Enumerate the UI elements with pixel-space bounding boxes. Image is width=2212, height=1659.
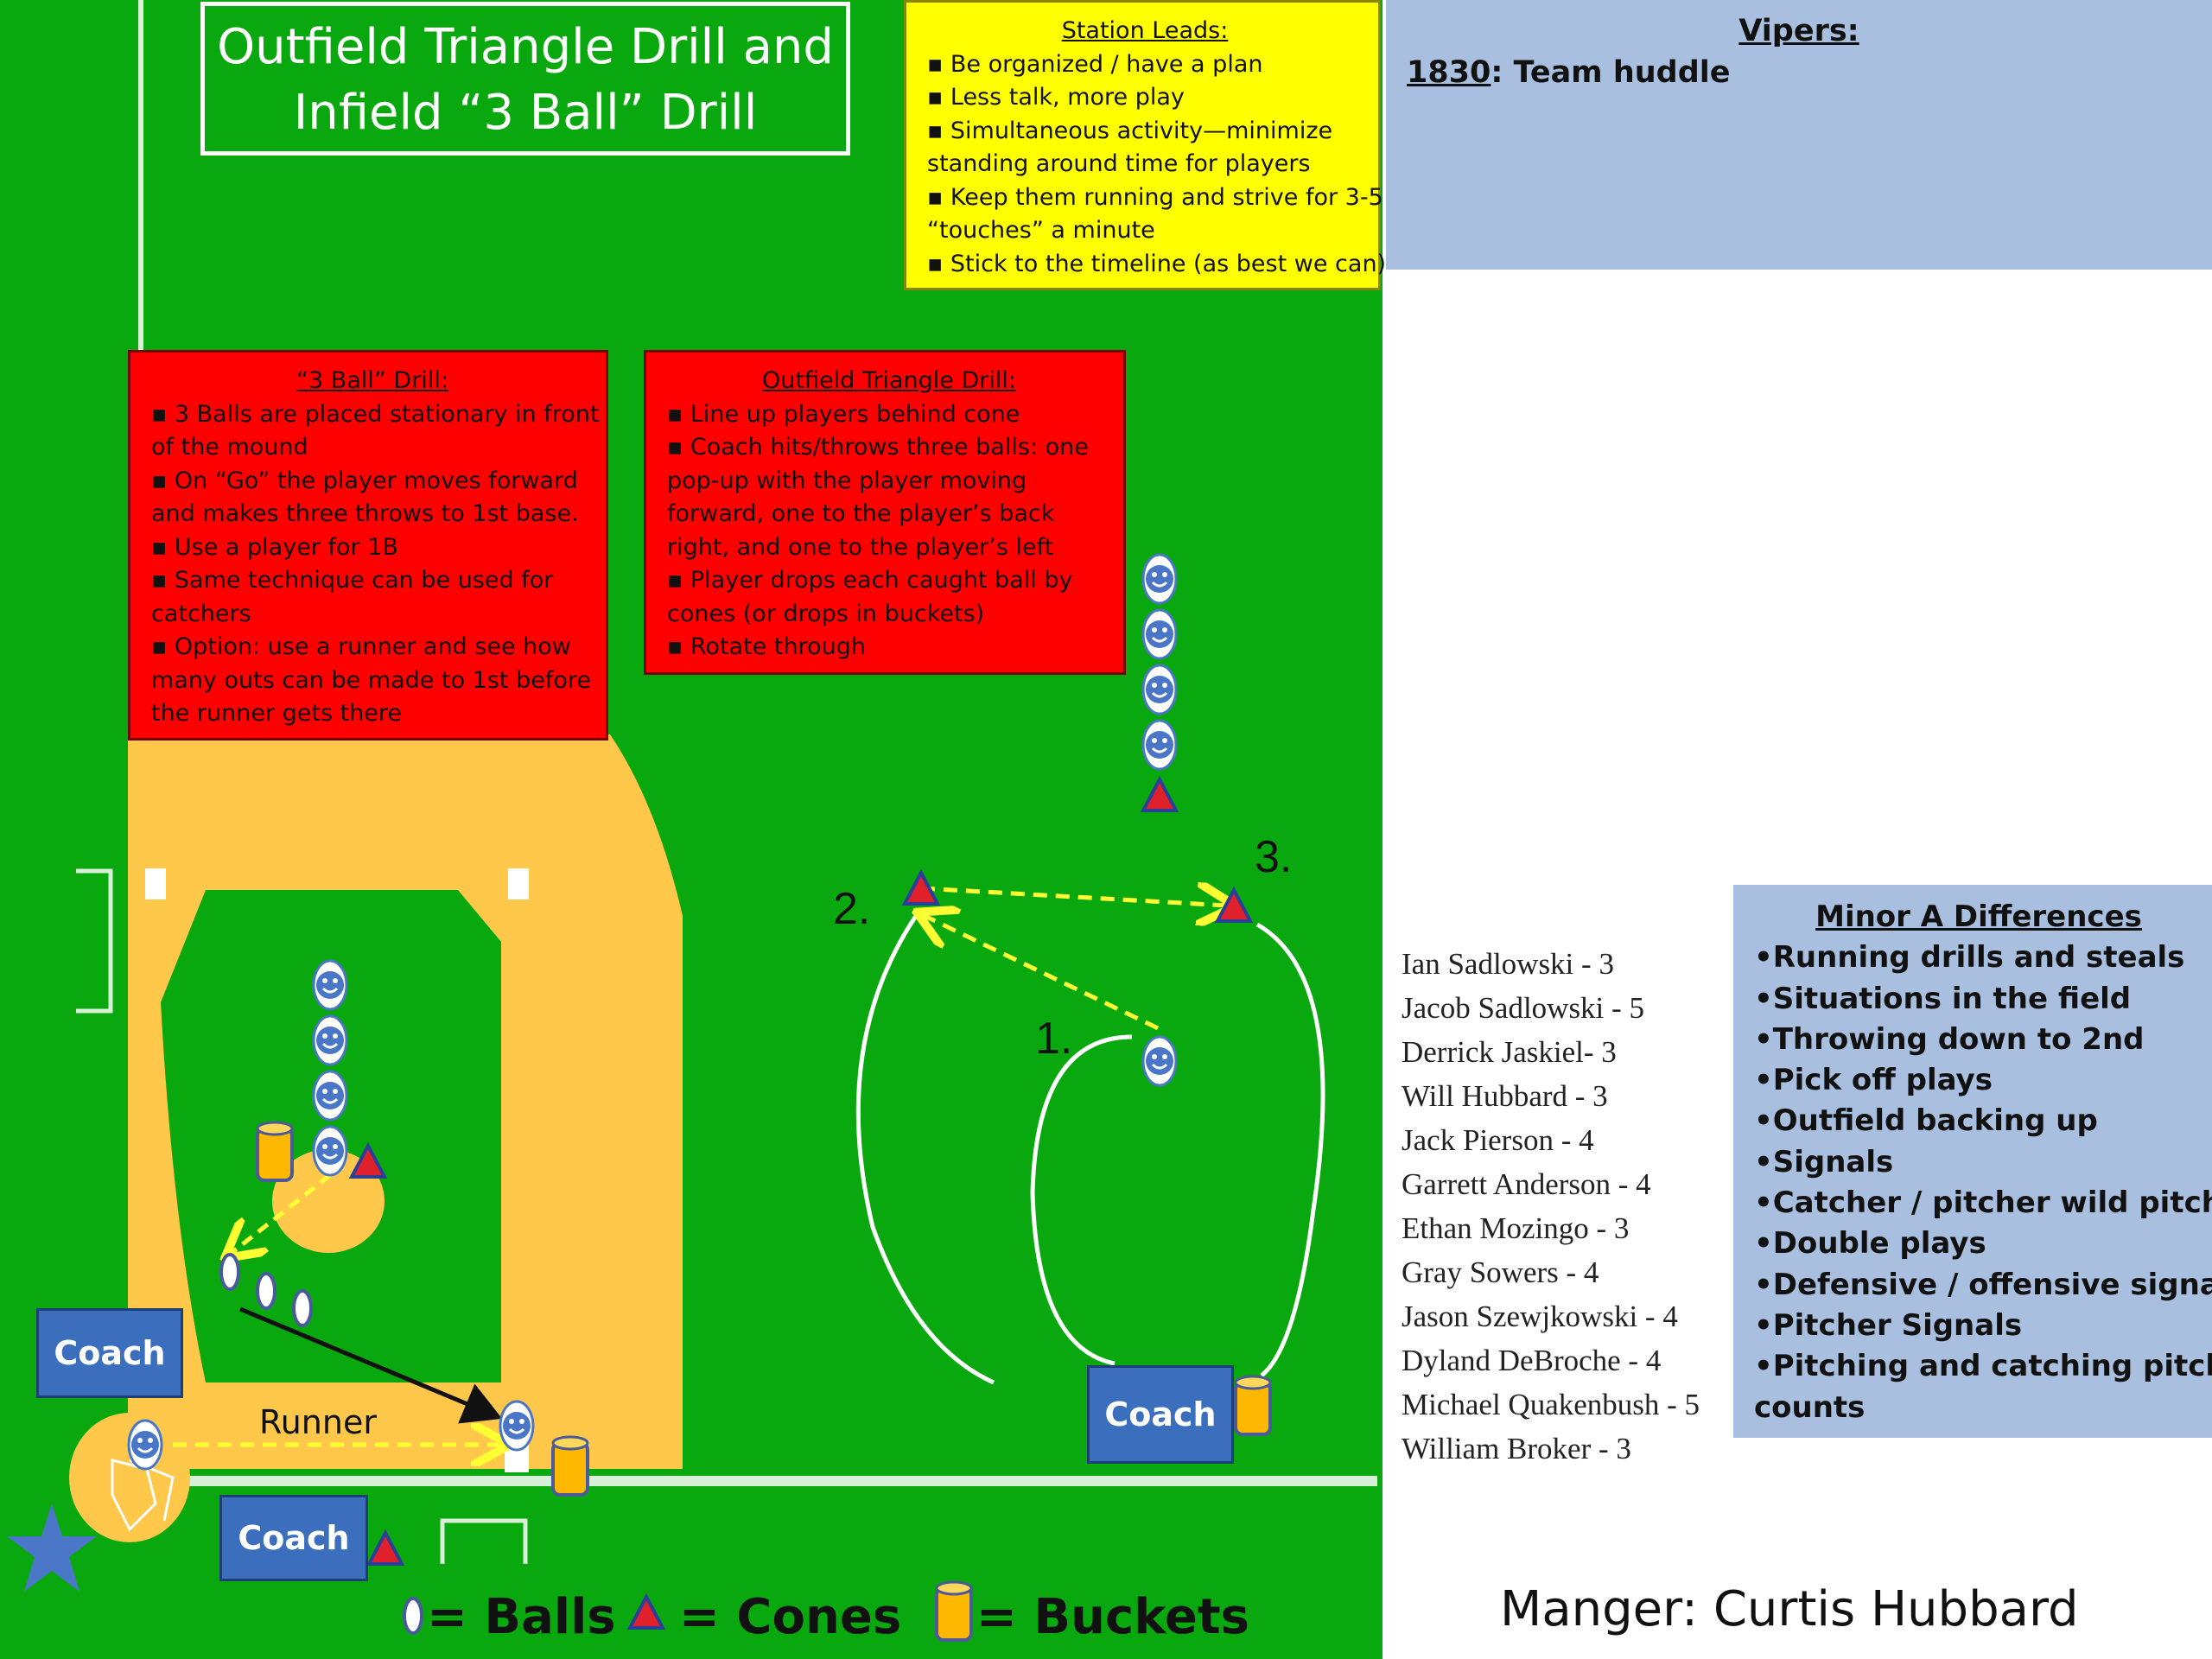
station-leads-box: Station Leads: ▪ Be organized / have a p… xyxy=(904,0,1387,290)
runner-label: Runner xyxy=(259,1403,377,1441)
station-leads-line: ▪ Simultaneous activity—minimize xyxy=(927,117,1333,144)
outfield-triangle-line: right, and one to the player’s left xyxy=(667,533,1054,561)
three-ball-line: and makes three throws to 1st base. xyxy=(151,500,579,527)
roster-item: Ian Sadlowski - 3 xyxy=(1402,947,1614,981)
minor-a-panel: Minor A Differences •Running drills and … xyxy=(1733,885,2212,1438)
three-ball-line: catchers xyxy=(151,600,251,627)
coach-bottom: Coach xyxy=(219,1495,368,1581)
legend-buckets: = Buckets xyxy=(976,1588,1249,1645)
three-ball-line: of the mound xyxy=(151,434,308,461)
minor-a-item: •Defensive / offensive signals xyxy=(1754,1267,2212,1302)
roster-item: William Broker - 3 xyxy=(1402,1432,1631,1465)
station-leads-heading: Station Leads: xyxy=(1061,17,1229,44)
roster-item: Jason Szewjkowski - 4 xyxy=(1402,1300,1678,1333)
station-leads-line: ▪ Be organized / have a plan xyxy=(927,50,1263,78)
coach-right: Coach xyxy=(1087,1365,1234,1464)
title-line-1: Outfield Triangle Drill and xyxy=(217,19,834,75)
triangle-label-3: 3. xyxy=(1255,832,1293,882)
title-line-2: Infield “3 Ball” Drill xyxy=(293,85,758,141)
minor-a-item: •Double plays xyxy=(1754,1226,1986,1262)
roster-item: Jacob Sadlowski - 5 xyxy=(1402,991,1644,1025)
station-leads-line: ▪ Keep them running and strive for 3-5 xyxy=(927,183,1383,211)
outfield-triangle-line: cones (or drops in buckets) xyxy=(667,600,985,627)
outfield-triangle-line: ▪ Coach hits/throws three balls: one xyxy=(667,434,1089,461)
triangle-label-1: 1. xyxy=(1035,1014,1073,1064)
minor-a-item: •Pitcher Signals xyxy=(1754,1307,2023,1343)
roster-list: Ian Sadlowski - 3 Jacob Sadlowski - 5 De… xyxy=(1402,942,1700,1471)
station-leads-line: ▪ Stick to the timeline (as best we can) xyxy=(927,250,1387,277)
three-ball-line: ▪ On “Go” the player moves forward xyxy=(151,467,578,494)
minor-a-item: •Signals xyxy=(1754,1144,1894,1179)
station-leads-line: “touches” a minute xyxy=(927,217,1155,244)
minor-a-title: Minor A Differences xyxy=(1815,899,2142,934)
outfield-triangle-heading: Outfield Triangle Drill: xyxy=(762,367,1016,394)
three-ball-heading: “3 Ball” Drill: xyxy=(296,367,448,394)
three-ball-line: many outs can be made to 1st before xyxy=(151,666,591,694)
minor-a-item: •Situations in the field xyxy=(1754,981,2132,1016)
roster-item: Garrett Anderson - 4 xyxy=(1402,1167,1651,1201)
three-ball-line: ▪ Use a player for 1B xyxy=(151,533,398,561)
roster-item: Jack Pierson - 4 xyxy=(1402,1123,1594,1157)
roster-item: Will Hubbard - 3 xyxy=(1402,1079,1608,1113)
roster-item: Gray Sowers - 4 xyxy=(1402,1255,1599,1289)
outfield-triangle-line: ▪ Player drops each caught ball by xyxy=(667,567,1073,594)
triangle-label-2: 2. xyxy=(833,884,871,934)
roster-item: Michael Quakenbush - 5 xyxy=(1402,1388,1700,1421)
vipers-time: 1830 xyxy=(1407,55,1491,90)
minor-a-item: counts xyxy=(1754,1389,1866,1425)
roster-item: Derrick Jaskiel- 3 xyxy=(1402,1035,1617,1069)
station-leads-line: ▪ Less talk, more play xyxy=(927,84,1185,111)
three-ball-line: ▪ 3 Balls are placed stationary in front xyxy=(151,400,600,428)
legend-balls: = Balls xyxy=(427,1588,616,1645)
legend-cones: = Cones xyxy=(679,1588,902,1645)
minor-a-item: •Pitching and catching pitch xyxy=(1754,1349,2212,1384)
minor-a-item: •Outfield backing up xyxy=(1754,1103,2098,1139)
outfield-triangle-line: pop-up with the player moving xyxy=(667,467,1027,494)
roster-item: Dyland DeBroche - 4 xyxy=(1402,1344,1662,1377)
outfield-triangle-line: ▪ Line up players behind cone xyxy=(667,400,1020,428)
minor-a-item: •Pick off plays xyxy=(1754,1063,1993,1098)
outfield-triangle-drill-box: Outfield Triangle Drill: ▪ Line up playe… xyxy=(644,350,1126,675)
outfield-triangle-line: forward, one to the player’s back xyxy=(667,500,1055,527)
three-ball-line: ▪ Option: use a runner and see how xyxy=(151,633,571,660)
three-ball-drill-box: “3 Ball” Drill: ▪ 3 Balls are placed sta… xyxy=(128,350,608,741)
field-diagram xyxy=(7,0,1377,1642)
drill-title: Outfield Triangle Drill and Infield “3 B… xyxy=(200,2,850,156)
vipers-activity: : Team huddle xyxy=(1491,55,1731,90)
minor-a-item: •Catcher / pitcher wild pitches xyxy=(1754,1185,2212,1221)
manager-name: Manger: Curtis Hubbard xyxy=(1500,1581,2079,1637)
minor-a-item: •Throwing down to 2nd xyxy=(1754,1021,2145,1057)
coach-left: Coach xyxy=(36,1308,183,1398)
vipers-schedule: 1830: Team huddle xyxy=(1407,55,1731,90)
three-ball-line: ▪ Same technique can be used for xyxy=(151,567,554,594)
three-ball-line: the runner gets there xyxy=(151,700,403,727)
roster-item: Ethan Mozingo - 3 xyxy=(1402,1211,1630,1245)
station-leads-line: standing around time for players xyxy=(927,150,1311,177)
outfield-triangle-line: ▪ Rotate through xyxy=(667,633,866,660)
minor-a-item: •Running drills and steals xyxy=(1754,940,2185,976)
vipers-title: Vipers: xyxy=(1738,14,1859,48)
vipers-panel: Vipers: 1830: Team huddle xyxy=(1386,0,2212,270)
